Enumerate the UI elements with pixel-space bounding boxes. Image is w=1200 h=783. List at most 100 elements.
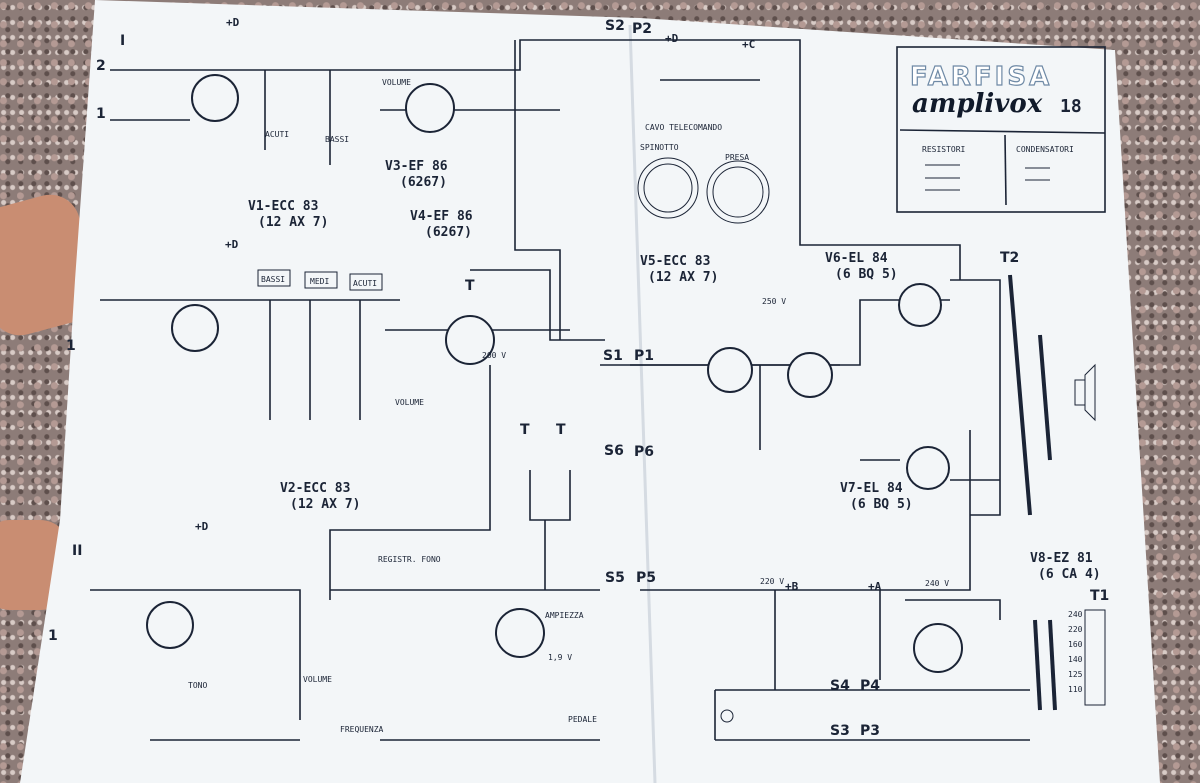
v4-alt-label: (6267) (425, 225, 472, 240)
tube-v5b (787, 352, 833, 398)
v3-label: V3-EF 86 (385, 159, 448, 174)
plus-d-4: +D (665, 32, 679, 45)
output-transformer-t2 (1008, 274, 1096, 516)
tone-controls: BASSI MEDI ACUTI VOLUME BASSI ACUTI VOLU… (188, 78, 597, 734)
plus-d-1: +D (226, 16, 240, 29)
p5-label: P5 (636, 570, 656, 586)
model-name: amplivox (912, 89, 1043, 119)
v4-label: V4-EF 86 (410, 209, 473, 224)
voltage-220: 220 V (760, 577, 784, 586)
tube-v1b (171, 304, 219, 352)
tubes (146, 74, 963, 673)
input-2-label: 2 (96, 58, 106, 74)
s6-label: S6 (604, 443, 624, 459)
s1-label: S1 (603, 348, 623, 364)
v5-label: V5-ECC 83 (640, 254, 710, 269)
tube-v3 (405, 83, 455, 133)
s3-label: S3 (830, 723, 850, 739)
node-labels: I II 1 2 1 1 S2 P2 S1 P1 S6 P6 S5 P5 S4 … (48, 16, 1109, 739)
volume-label-2: VOLUME (395, 398, 424, 407)
v3-alt-label: (6267) (400, 175, 447, 190)
capacitors-heading: CONDENSATORI (1016, 145, 1074, 154)
treble-label: ACUTI (353, 279, 377, 288)
v1-label: V1-ECC 83 (248, 199, 318, 214)
plug-label: SPINOTTO (640, 143, 679, 152)
v2-label: V2-ECC 83 (280, 481, 350, 496)
tap-240: 240 (1068, 610, 1083, 619)
t-b-label: T (556, 422, 566, 438)
tap-220: 220 (1068, 625, 1083, 634)
tap-160: 160 (1068, 640, 1083, 649)
paper-fold (628, 24, 657, 783)
bass-label-2: BASSI (325, 135, 349, 144)
tube-v1a (191, 74, 239, 122)
tap-110: 110 (1068, 685, 1083, 694)
plus-a: +A (868, 580, 882, 593)
s4-label: S4 (830, 678, 850, 694)
tap-140: 140 (1068, 655, 1083, 664)
frequency-label: FREQUENZA (340, 725, 384, 734)
t1-label: T1 (1090, 588, 1109, 604)
voltage-240: 240 V (925, 579, 949, 588)
socket-label: PRESA (725, 153, 749, 162)
p1-label: P1 (634, 348, 654, 364)
p2-label: P2 (632, 21, 652, 37)
bass-label: BASSI (261, 275, 285, 284)
tap-125: 125 (1068, 670, 1083, 679)
v2-alt-label: (12 AX 7) (290, 497, 360, 512)
paper (20, 0, 1160, 783)
input-i-label: I (120, 33, 125, 49)
p3-label: P3 (860, 723, 880, 739)
tube-v6 (898, 283, 942, 327)
v7-alt-label: (6 BQ 5) (850, 497, 913, 512)
wires (90, 39, 1030, 741)
t-c-label: T (465, 278, 475, 294)
t2-label: T2 (1000, 250, 1019, 266)
record-label: REGISTR. FONO (378, 555, 441, 564)
input-1c-label: 1 (48, 628, 58, 644)
tube-v2b (495, 608, 545, 658)
voltage-250: 250 V (762, 297, 786, 306)
v8-alt-label: (6 CA 4) (1038, 567, 1101, 582)
treble-label-2: ACUTI (265, 130, 289, 139)
plus-c: +C (742, 38, 755, 51)
t-a-label: T (520, 422, 530, 438)
v8-label: V8-EZ 81 (1030, 551, 1093, 566)
tone-label: TONO (188, 681, 207, 690)
s5-label: S5 (605, 570, 625, 586)
v6-alt-label: (6 BQ 5) (835, 267, 898, 282)
resistors-heading: RESISTORI (922, 145, 966, 154)
tube-v2 (146, 601, 194, 649)
tube-v7 (906, 446, 950, 490)
plus-d-2: +D (225, 238, 239, 251)
model-number: 18 (1060, 96, 1082, 117)
p6-label: P6 (634, 444, 654, 460)
s2-label: S2 (605, 18, 625, 34)
power-transformer-t1 (1033, 609, 1106, 711)
pilot-lamp-icon (720, 709, 734, 723)
tube-labels: V1-ECC 83 (12 AX 7) V2-ECC 83 (12 AX 7) … (248, 159, 1101, 582)
plus-b: +B (785, 580, 799, 593)
volume-label-3: VOLUME (303, 675, 332, 684)
voltage-200: 200 V (482, 351, 506, 360)
speaker-icon (1084, 363, 1096, 422)
input-1b-label: 1 (66, 338, 76, 354)
voltage-1-9: 1,9 V (548, 653, 572, 662)
title-block: FARFISA amplivox 18 RESISTORI CONDENSATO… (896, 46, 1106, 213)
p4-label: P4 (860, 678, 880, 694)
v7-label: V7-EL 84 (840, 481, 903, 496)
tube-v8 (913, 623, 963, 673)
input-1-label: 1 (96, 106, 106, 122)
v5-alt-label: (12 AX 7) (648, 270, 718, 285)
mid-label: MEDI (310, 277, 329, 286)
pedal-label: PEDALE (568, 715, 597, 724)
volume-label: VOLUME (382, 78, 411, 87)
v6-label: V6-EL 84 (825, 251, 888, 266)
tube-v4 (445, 315, 495, 365)
connector-heading: CAVO TELECOMANDO (645, 123, 722, 132)
tube-v5a (707, 347, 753, 393)
brand-logo: FARFISA (910, 62, 1052, 92)
input-ii-label: II (72, 543, 82, 559)
amplitude-label: AMPIEZZA (545, 611, 584, 620)
v1-alt-label: (12 AX 7) (258, 215, 328, 230)
